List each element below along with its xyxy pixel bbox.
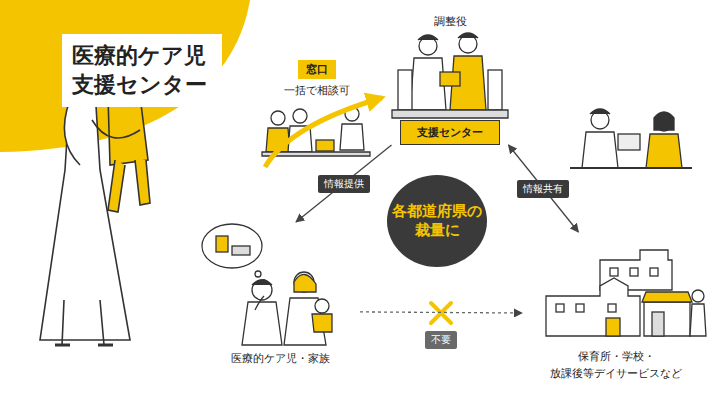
edge-label: 情報提供 [318,175,370,193]
connector [360,312,522,313]
support-center-box: 調整役支援センター [382,10,518,145]
connector [265,98,382,167]
meeting-illustration [570,109,692,168]
family-box: 医療的ケア児・家族 [200,222,360,367]
node-heading: 保育所・学校・ 放課後等デイサービスなど [522,349,710,382]
edge-label: 不要 [425,331,457,349]
node-text: 一括で相談可 [284,83,350,98]
center-circle: 各都道府県の 裁量に [387,175,487,267]
node-heading: 医療的ケア児・家族 [229,351,332,368]
facilities-illustration [546,250,706,336]
coordinator-illustration [392,33,508,118]
title-box: 医療的ケア児 支援センター [62,34,222,107]
node-heading: 調整役 [434,14,467,29]
edge-label: 情報共有 [517,180,569,198]
connector [296,145,392,222]
family-illustration [202,224,332,345]
counter-box: 窓口一括で相談可 [252,60,382,167]
node-heading: 各都道府県の 裁量に [391,202,483,241]
facilities-box: 保育所・学校・ 放課後等デイサービスなど [522,232,710,382]
node-text: 支援センター [400,120,500,145]
node-heading: 窓口 [298,60,336,79]
connector [508,145,578,232]
node-heading: 医療的ケア児 支援センター [72,42,212,99]
